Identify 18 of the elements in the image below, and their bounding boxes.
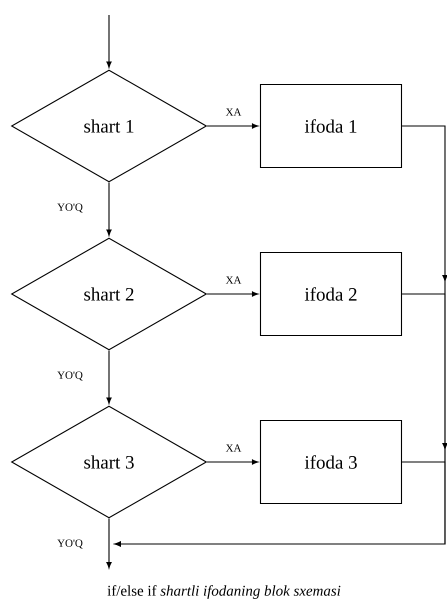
- arrow: [106, 182, 112, 236]
- arrow: [106, 15, 112, 68]
- arrow: [106, 350, 112, 404]
- edge-label: XA: [226, 276, 242, 284]
- arrow: [207, 291, 258, 297]
- process-box: ifoda 1: [260, 84, 402, 168]
- edge-label: XA: [226, 444, 242, 452]
- edge-label: YO'Q: [57, 372, 83, 381]
- arrow: [207, 459, 258, 465]
- arrow: [114, 461, 446, 547]
- edge-label: YO'Q: [57, 204, 83, 213]
- edge-label: XA: [226, 108, 242, 116]
- process-box: ifoda 3: [260, 420, 402, 504]
- caption: if/else if shartli ifodaning blok sxemasi: [107, 585, 340, 599]
- arrow: [207, 123, 258, 129]
- arrow: [106, 518, 112, 568]
- process-box: ifoda 2: [260, 252, 402, 336]
- edge-label: YO'Q: [57, 540, 83, 549]
